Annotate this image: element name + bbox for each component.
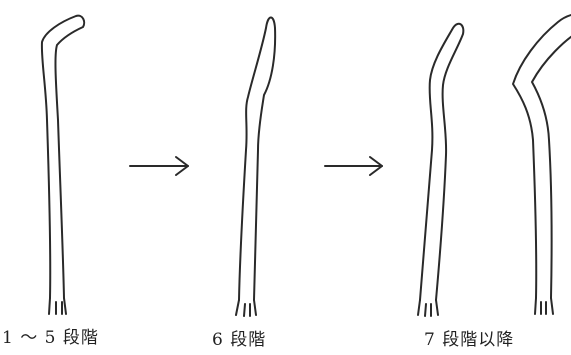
stage-1-5-label: 1 〜 5 段階 — [2, 323, 99, 348]
stalk-roots-stage-6 — [236, 300, 256, 316]
stalk-outline-stage-7-a — [420, 24, 463, 300]
stalk-stage-1-5 — [42, 16, 84, 314]
stalk-outline-stage-1-5 — [42, 16, 84, 298]
arrow-2 — [325, 157, 382, 175]
stalk-roots-stage-7-b — [535, 298, 553, 314]
stalk-stage-7-a — [418, 24, 463, 316]
stage-6-label: 6 段階 — [212, 325, 266, 350]
stalk-stage-6 — [236, 18, 275, 317]
stage-7-plus-label: 7 段階以降 — [424, 325, 514, 350]
stalk-stage-7-b — [513, 14, 571, 314]
stalk-outline-stage-7-b — [513, 14, 571, 298]
stalk-outline-stage-6 — [239, 18, 275, 301]
stalk-roots-stage-1-5 — [49, 298, 66, 314]
stalk-roots-stage-7-a — [418, 300, 438, 316]
arrow-1 — [130, 157, 188, 175]
